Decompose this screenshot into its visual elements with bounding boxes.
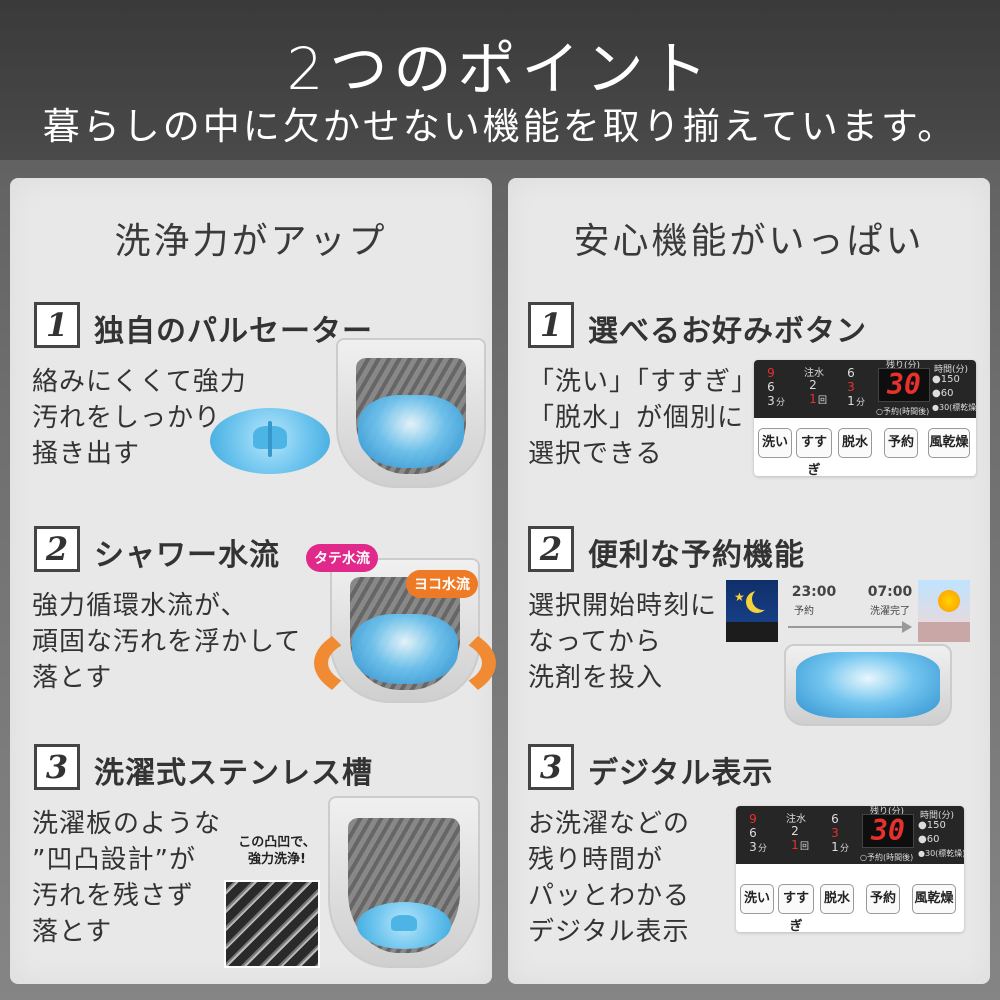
vertical-flow-label: タテ水流 — [306, 544, 378, 572]
page-title: 2つのポイント — [286, 35, 714, 103]
feature-number-badge: 1 — [528, 302, 574, 348]
page-subtitle: 暮らしの中に欠かせない機能を取り揃えています。 — [42, 105, 958, 148]
right-panel-safety-features: 安心機能がいっぱい 1 選べるお好みボタン 「洗い」「すすぎ」 「脱水」が個別に… — [508, 178, 990, 984]
right-panel-title: 安心機能がいっぱい — [573, 221, 925, 262]
rinse-button[interactable]: すすぎ — [796, 428, 832, 478]
feature-desc-shower-flow: 強力循環水流が、 頑固な汚れを浮かして 落とす — [32, 591, 302, 693]
horizontal-flow-label: ヨコ水流 — [406, 570, 478, 598]
feature-desc-reservation: 選択開始時刻に なってから 洗剤を投入 — [528, 591, 718, 693]
rinse-button[interactable]: すすぎ — [778, 884, 814, 934]
feature-number-badge: 3 — [34, 744, 80, 790]
feature-desc-digital-display: お洗濯などの 残り時間が パッとわかる デジタル表示 — [528, 809, 691, 947]
start-time: 23:00 — [791, 584, 837, 600]
left-panel-title: 洗浄力がアップ — [114, 221, 388, 262]
wash-button[interactable]: 洗い — [740, 884, 774, 914]
feature-title-stainless-tub: 洗濯式ステンレス槽 — [94, 756, 373, 791]
air-dry-button[interactable]: 風乾燥 — [928, 428, 970, 458]
timeline-arrow — [788, 626, 904, 628]
feature-desc-select-buttons: 「洗い」「すすぎ」 「脱水」が個別に 選択できる — [528, 367, 759, 469]
remaining-time-display: 30 — [862, 814, 914, 848]
reserve-button[interactable]: 予約 — [866, 884, 900, 914]
stainless-tub-image — [328, 796, 480, 968]
feature-desc-pulsator: 絡みにくくて強力 汚れをしっかり 掻き出す — [32, 367, 247, 469]
feature-number-badge: 3 — [528, 744, 574, 790]
feature-title-digital-display: デジタル表示 — [588, 756, 774, 791]
feature-desc-stainless-tub: 洗濯板のような ”凹凸設計”が 汚れを残さず 落とす — [32, 809, 222, 947]
remaining-time-display: 30 — [878, 368, 930, 402]
feature-title-select-buttons: 選べるお好みボタン — [588, 314, 867, 349]
feature-number-badge: 2 — [528, 526, 574, 572]
feature-title-pulsator: 独自のパルセーター — [94, 314, 373, 349]
feature-number-badge: 2 — [34, 526, 80, 572]
end-time-label: 洗濯完了 — [870, 606, 910, 617]
air-dry-button[interactable]: 風乾燥 — [912, 884, 956, 914]
wash-button[interactable]: 洗い — [758, 428, 792, 458]
feature-number-badge: 1 — [34, 302, 80, 348]
start-time-label: 予約 — [794, 606, 814, 617]
washer-top-view-image — [784, 644, 952, 726]
feature-title-shower-flow: シャワー水流 — [94, 538, 280, 573]
header-banner: 2つのポイント 暮らしの中に欠かせない機能を取り揃えています。 — [0, 0, 1000, 160]
spin-button[interactable]: 脱水 — [820, 884, 854, 914]
arrow-head-icon — [902, 621, 912, 633]
left-panel-cleaning-power: 洗浄力がアップ 1 独自のパルセーター 絡みにくくて強力 汚れをしっかり 掻き出… — [10, 178, 496, 984]
circulation-arrow-icon — [314, 618, 496, 708]
night-moon-icon: ★ — [726, 580, 778, 642]
reserve-button[interactable]: 予約 — [884, 428, 918, 458]
feature-title-reservation: 便利な予約機能 — [588, 538, 805, 573]
washer-tub-image — [336, 338, 486, 488]
stainless-texture-closeup — [224, 880, 320, 968]
morning-sun-icon — [918, 580, 970, 642]
pulsator-image — [210, 408, 330, 474]
end-time: 07:00 — [867, 584, 913, 600]
stainless-callout: この凸凹で、 強力洗浄! — [238, 835, 316, 867]
spin-button[interactable]: 脱水 — [838, 428, 872, 458]
